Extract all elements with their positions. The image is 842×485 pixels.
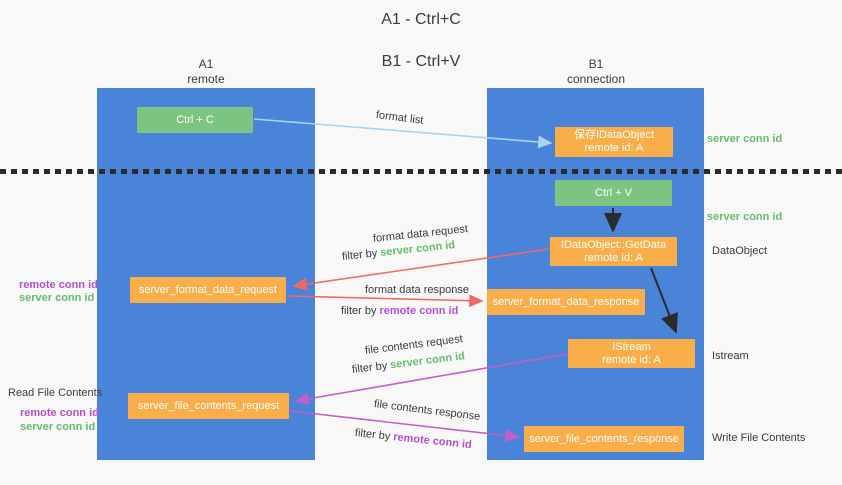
node-ctrl-v-label: Ctrl + V — [595, 186, 632, 199]
node-file-request-label: server_file_contents_request — [137, 399, 280, 412]
annotation-read-file-contents: Read File Contents — [8, 387, 103, 399]
remote-conn-id-text: remote conn id — [392, 431, 473, 452]
node-save-idataobject-line1: 保存IDataObject — [573, 129, 655, 141]
node-file-response-label: server_file_contents_response — [529, 432, 679, 445]
node-save-idataobject: 保存IDataObject remote id: A — [555, 127, 673, 157]
node-istream-line2: remote id: A — [602, 353, 661, 366]
node-format-request-label: server_format_data_request — [138, 283, 278, 296]
annotation-server-conn-id-mid: server conn id — [707, 211, 783, 223]
lifeline-a1-role: remote — [187, 72, 225, 86]
title-line-2: B1 - Ctrl+V — [381, 53, 461, 70]
node-ctrl-v: Ctrl + V — [555, 180, 672, 206]
filter-by-text: filter by — [341, 247, 378, 263]
lifeline-header-b1: B1 connection — [536, 57, 656, 87]
label-format-data-response: format data response — [365, 284, 469, 296]
remote-conn-id-text: remote conn id — [379, 305, 459, 317]
label-file-contents-response: file contents response — [373, 398, 481, 423]
node-server-file-contents-request: server_file_contents_request — [128, 393, 289, 419]
annotation-server-conn-id-left-1: server conn id — [19, 292, 95, 304]
arrow-format-data-response — [287, 294, 484, 308]
server-conn-id-text: server conn id — [389, 350, 466, 372]
filter-by-text: filter by — [341, 305, 377, 317]
filter-by-text: filter by — [351, 359, 388, 376]
annotation-dataobject: DataObject — [712, 245, 768, 257]
diagram-title: A1 - Ctrl+C B1 - Ctrl+V — [0, 9, 842, 72]
node-server-file-contents-response: server_file_contents_response — [524, 426, 684, 452]
annotation-server-conn-id-left-2: server conn id — [20, 421, 96, 433]
lifeline-b1-role: connection — [566, 72, 626, 86]
annotation-server-conn-id-top: server conn id — [707, 133, 783, 145]
annotation-remote-conn-id-left-1: remote conn id — [19, 279, 98, 291]
node-server-format-data-request: server_format_data_request — [130, 277, 286, 303]
node-istream: IStream remote id: A — [568, 339, 695, 368]
node-ctrl-c: Ctrl + C — [137, 107, 253, 133]
node-getdata-line2: remote id: A — [584, 251, 643, 264]
annotation-write-file-contents: Write File Contents — [712, 432, 806, 444]
lifeline-a1-name: A1 — [198, 57, 214, 71]
title-line-1: A1 - Ctrl+C — [381, 11, 461, 28]
node-server-format-data-response: server_format_data_response — [487, 289, 645, 315]
node-format-response-label: server_format_data_response — [492, 295, 640, 308]
node-save-idataobject-line2: remote id: A — [584, 142, 644, 154]
node-getdata-line1: IDataObject::GetData — [560, 238, 667, 251]
lifeline-b1-name: B1 — [588, 57, 604, 71]
filter-by-text: filter by — [354, 427, 391, 443]
annotation-remote-conn-id-left-2: remote conn id — [20, 407, 99, 419]
label-format-list: format list — [375, 109, 425, 127]
dashed-separator — [0, 169, 842, 174]
node-idataobject-getdata: IDataObject::GetData remote id: A — [550, 237, 677, 266]
annotation-istream: Istream — [712, 350, 749, 362]
node-istream-line1: IStream — [612, 340, 651, 353]
lifeline-header-a1: A1 remote — [146, 57, 266, 87]
node-ctrl-c-label: Ctrl + C — [176, 113, 214, 126]
